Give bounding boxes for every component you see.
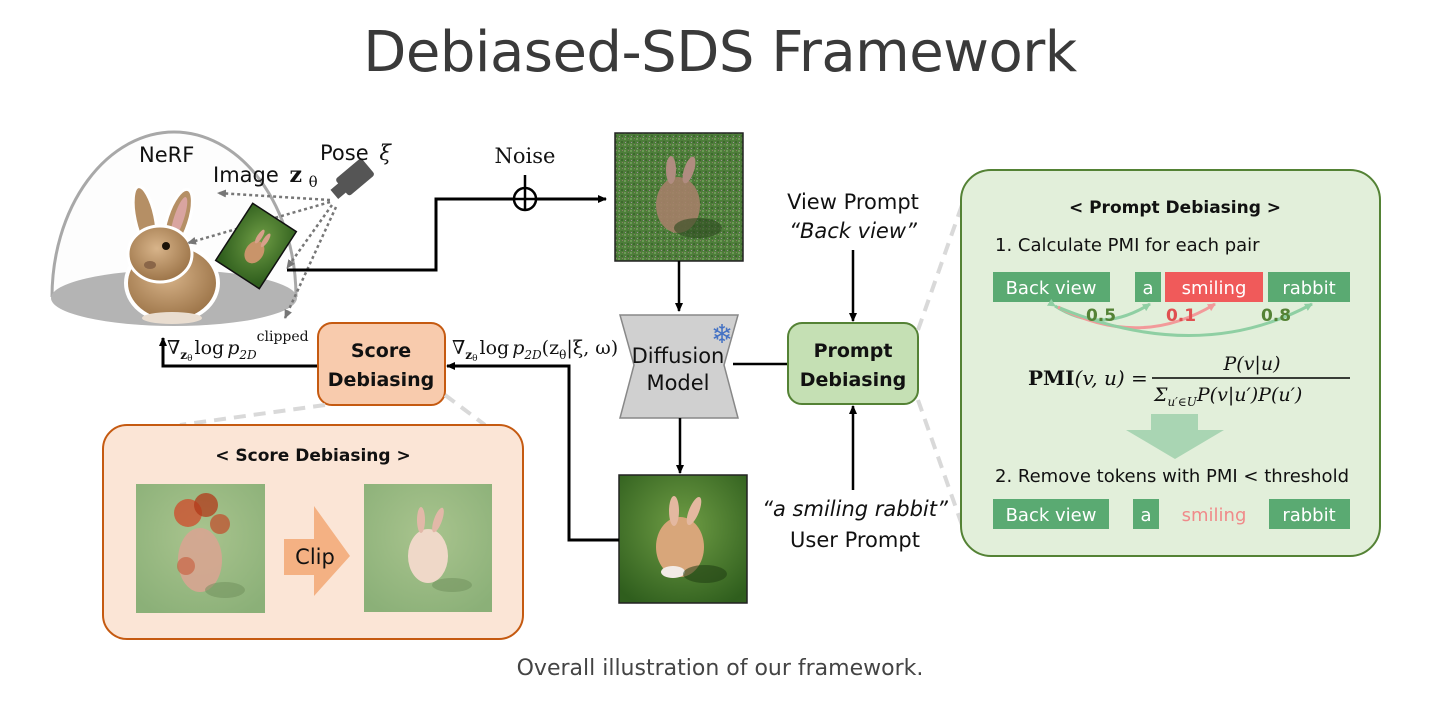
score-debiasing-box[interactable]: [317, 322, 446, 406]
prompt-debiasing-box[interactable]: [787, 322, 919, 405]
clipped-gradient-arrow: [159, 337, 318, 368]
step-1-label: 1. Calculate PMI for each pair: [995, 235, 1260, 256]
pmi-arc-back-view-rabbit: [1059, 302, 1313, 338]
down-arrow-icon: [1126, 414, 1224, 459]
view-prompt-label: View Prompt: [787, 190, 919, 214]
figure-caption: Overall illustration of our framework.: [516, 656, 924, 681]
svg-text:rabbit: rabbit: [1282, 278, 1335, 299]
step-2-label: 2. Remove tokens with PMI < threshold: [995, 466, 1349, 487]
token-rabbit: [1268, 272, 1350, 302]
prompt-debiasing-label-1: Prompt: [814, 340, 893, 362]
rendered-image: [214, 202, 298, 290]
svg-text:a: a: [1140, 505, 1151, 526]
biased-score-image: [136, 484, 265, 613]
noisy-image: [614, 132, 744, 262]
svg-text:Σu′∈UP(v|u′)P(u′): Σu′∈UP(v|u′)P(u′): [1153, 384, 1302, 409]
svg-text:smiling: smiling: [1182, 278, 1247, 299]
rabbit-3d-icon: [124, 185, 220, 324]
token-smiling: [1165, 272, 1263, 302]
clip-label: Clip: [295, 545, 335, 569]
diffusion-model-label-1: Diffusion: [632, 344, 725, 368]
pmi-value-smiling: 0.1: [1166, 306, 1196, 326]
user-prompt-value: “a smiling rabbit”: [762, 497, 949, 521]
pmi-formula: PMI(v, u) = P(v|u) Σu′∈UP(v|u′)P(u′): [1028, 353, 1350, 409]
svg-text:Back view: Back view: [1006, 278, 1097, 299]
result-token-a: [1133, 499, 1159, 529]
noise-label: Noise: [495, 144, 556, 168]
clip-arrow-icon: [284, 506, 350, 596]
prompt-debiasing-label-2: Debiasing: [800, 369, 907, 391]
score-panel-title: < Score Debiasing >: [215, 446, 410, 466]
pmi-value-a: 0.5: [1086, 306, 1116, 326]
result-token-back-view: [993, 499, 1109, 529]
score-debiasing-label-2: Debiasing: [328, 369, 435, 391]
nerf-scene: [50, 130, 374, 326]
prompt-callout-line-bottom: [916, 399, 964, 526]
page-title: Debiased-SDS Framework: [363, 20, 1077, 85]
user-prompt-label: User Prompt: [790, 528, 920, 552]
view-prompt-value: “Back view”: [789, 219, 918, 243]
token-back-view: [993, 272, 1110, 302]
svg-text:Back view: Back view: [1006, 505, 1097, 526]
clipped-score-image: [364, 484, 492, 612]
prompt-callout-line-top: [916, 204, 964, 331]
score-callout-line-right: [443, 393, 487, 427]
score-callout-line-left: [179, 403, 326, 427]
score-debiasing-label-1: Score: [351, 340, 411, 362]
token-a: [1135, 272, 1161, 302]
svg-text:PMI(v, u) =: PMI(v, u) =: [1028, 366, 1148, 390]
result-token-rabbit: [1269, 499, 1350, 529]
score-debiasing-panel: < Score Debiasing > Clip: [102, 424, 524, 640]
nerf-label: NeRF: [139, 143, 194, 167]
diffusion-model-label-2: Model: [646, 371, 709, 395]
snowflake-icon: ❄: [711, 319, 733, 349]
image-label: Image z θ: [213, 162, 318, 191]
prompt-panel-title: < Prompt Debiasing >: [1069, 198, 1281, 218]
diffusion-model-block: [619, 314, 739, 419]
pmi-value-rabbit: 0.8: [1261, 306, 1291, 326]
denoised-image: [618, 474, 748, 604]
score-to-score-debiasing-arrow: [446, 362, 619, 542]
svg-text:a: a: [1142, 278, 1153, 299]
pose-label: Pose ξ: [320, 141, 392, 165]
camera-icon: [330, 158, 374, 200]
prompt-debiasing-panel: < Prompt Debiasing > 1. Calculate PMI fo…: [960, 169, 1381, 557]
svg-text:rabbit: rabbit: [1282, 505, 1335, 526]
result-token-smiling-removed: smiling: [1182, 505, 1247, 526]
svg-text:P(v|u): P(v|u): [1223, 353, 1281, 375]
